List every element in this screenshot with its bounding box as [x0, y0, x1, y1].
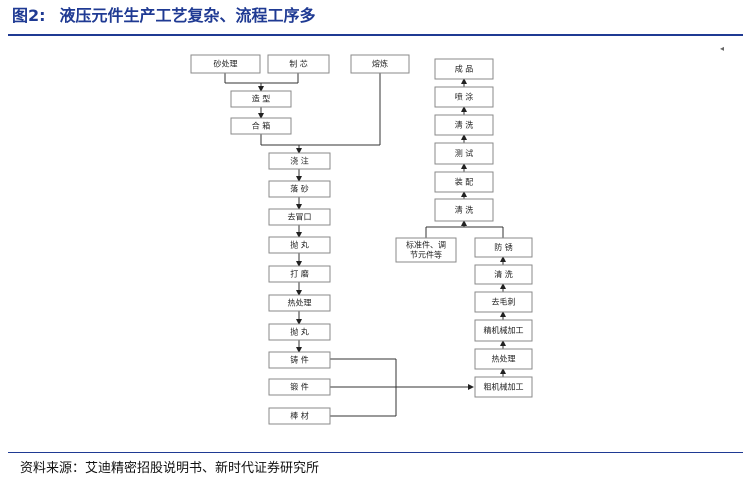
step-label-line2: 节元件等	[410, 250, 442, 260]
step-label: 落 砂	[290, 184, 309, 194]
step-box: 精机械加工	[474, 319, 533, 342]
step-box: 落 砂	[268, 180, 331, 198]
step-label: 熔炼	[372, 59, 388, 69]
step-box: 去毛刺	[474, 291, 533, 313]
top-rule	[8, 34, 743, 36]
step-label: 测 试	[455, 148, 474, 158]
step-box: 合 箱	[230, 117, 292, 135]
left-process-boxes: 浇 注 落 砂 去冒口 抛 丸 打 磨 热处理 抛 丸 铸 件 锻 件 棒 材	[268, 152, 331, 425]
step-label: 喷 涂	[455, 92, 474, 102]
page-mark: ◂	[720, 44, 725, 53]
standard-parts-box: 标准件、调 节元件等	[395, 237, 457, 263]
step-box: 防 锈	[474, 237, 533, 258]
right-main-boxes: 成 品 喷 涂 清 洗 测 试 装 配 清 洗	[434, 58, 494, 222]
step-label: 防 锈	[494, 242, 513, 252]
step-label: 合 箱	[252, 121, 271, 131]
molding-boxes: 造 型 合 箱	[230, 90, 292, 135]
right-machining-boxes: 防 锈 清 洗 去毛刺 精机械加工 热处理 粗机械加工	[474, 237, 533, 398]
step-box: 造 型	[230, 90, 292, 108]
step-box: 热处理	[268, 294, 331, 312]
step-label: 热处理	[288, 298, 312, 308]
step-box: 清 洗	[434, 198, 494, 222]
step-box: 抛 丸	[268, 323, 331, 341]
step-box: 喷 涂	[434, 86, 494, 108]
figure-label: 图2:	[12, 6, 46, 25]
step-box: 热处理	[474, 348, 533, 370]
step-label: 去冒口	[288, 212, 312, 222]
figure-title-text: 液压元件生产工艺复杂、流程工序多	[59, 6, 316, 25]
step-box: 铸 件	[268, 351, 331, 369]
bottom-rule	[8, 452, 743, 453]
step-box: 装 配	[434, 171, 494, 193]
step-box: 清 洗	[474, 264, 533, 285]
step-label: 制 芯	[289, 59, 308, 69]
flow-connectors	[224, 73, 506, 417]
step-label: 热处理	[492, 354, 516, 364]
step-box: 熔炼	[350, 54, 410, 74]
step-label: 成 品	[455, 64, 474, 74]
step-box: 成 品	[434, 58, 494, 80]
step-label: 装 配	[455, 177, 474, 187]
step-label: 造 型	[252, 94, 271, 104]
source-note: 资料来源：艾迪精密招股说明书、新时代证券研究所	[20, 461, 320, 476]
step-label: 精机械加工	[484, 325, 524, 335]
step-box: 清 洗	[434, 114, 494, 136]
step-label: 浇 注	[290, 156, 309, 166]
step-box: 锻 件	[268, 378, 331, 396]
top-input-boxes: 砂处理 制 芯 熔炼	[190, 54, 410, 74]
step-label: 砂处理	[214, 59, 238, 69]
step-label: 锻 件	[290, 382, 309, 392]
step-label-line1: 标准件、调	[406, 240, 446, 250]
step-box: 抛 丸	[268, 236, 331, 254]
step-box: 棒 材	[268, 407, 331, 425]
step-label: 打 磨	[290, 269, 309, 279]
step-label: 清 洗	[494, 269, 513, 279]
step-label: 棒 材	[290, 411, 309, 421]
step-box: 测 试	[434, 142, 494, 165]
step-label: 铸 件	[290, 355, 309, 365]
step-box: 去冒口	[268, 208, 331, 226]
step-label: 去毛刺	[492, 297, 516, 307]
step-label: 粗机械加工	[484, 382, 524, 392]
step-box: 打 磨	[268, 265, 331, 283]
step-box: 粗机械加工	[474, 376, 533, 398]
step-label: 抛 丸	[290, 327, 309, 337]
step-label: 抛 丸	[290, 240, 309, 250]
step-label: 清 洗	[455, 120, 474, 130]
step-box: 浇 注	[268, 152, 331, 170]
figure-title: 图2: 液压元件生产工艺复杂、流程工序多	[12, 4, 330, 28]
step-box: 制 芯	[267, 54, 330, 74]
step-box: 砂处理	[190, 54, 261, 74]
step-label: 清 洗	[455, 205, 474, 215]
